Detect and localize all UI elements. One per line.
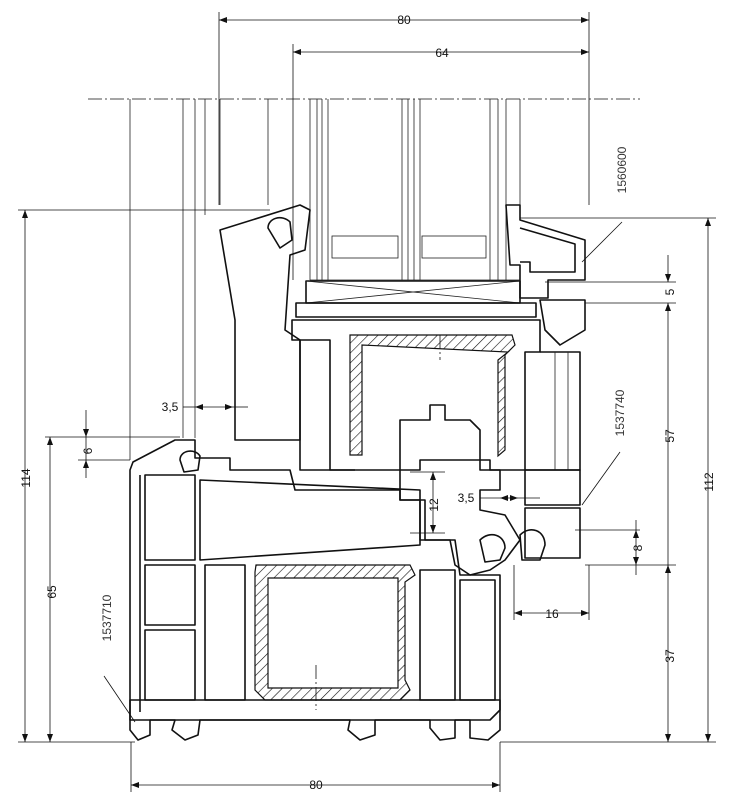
frame-feet <box>129 699 501 741</box>
dim-gap-left: 3,5 <box>162 400 179 414</box>
glazing-bead-profile <box>505 204 586 346</box>
center-connection <box>399 404 546 576</box>
dim-left-frame: 65 <box>45 585 59 599</box>
part-frame: 1537710 <box>100 594 114 641</box>
dim-right-small-bottom: 8 <box>631 544 645 551</box>
dim-overlap: 16 <box>545 607 559 621</box>
frame-profile <box>129 439 501 721</box>
dim-bottom-overall: 80 <box>309 778 323 792</box>
dimension-lines <box>18 12 716 792</box>
dim-rebate: 12 <box>427 498 441 512</box>
dim-step-left: 6 <box>81 447 95 454</box>
dim-right-sash: 57 <box>663 429 677 443</box>
dim-top-glazing: 64 <box>435 46 449 60</box>
glazing-unit <box>129 99 521 460</box>
dim-left-total: 114 <box>19 468 33 487</box>
dim-right-small-top: 5 <box>663 288 677 295</box>
glazing-block <box>295 280 537 318</box>
inside-gasket <box>219 204 311 441</box>
part-glazing-bead: 1560600 <box>615 146 629 193</box>
sash-reinforcement <box>349 334 516 458</box>
part-leaders <box>103 221 623 723</box>
dim-gap-center: 3,5 <box>458 491 475 505</box>
frame-reinforcement <box>254 564 416 701</box>
dim-top-overall: 80 <box>397 13 411 27</box>
sash-profile <box>291 319 581 559</box>
part-sash: 1537740 <box>613 389 627 436</box>
dim-right-frame: 37 <box>663 649 677 663</box>
dim-right-total: 112 <box>702 472 716 491</box>
